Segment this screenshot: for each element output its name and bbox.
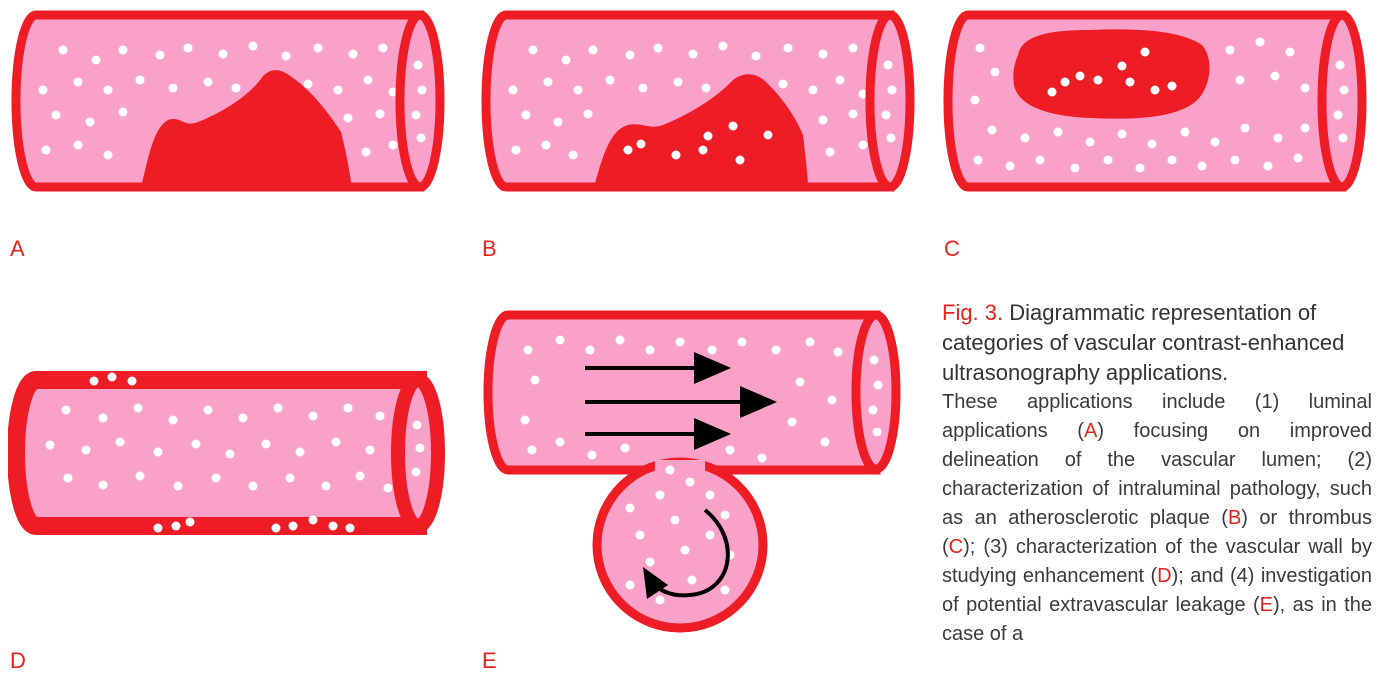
caption-panel-ref: C [949, 536, 963, 558]
panel-label-b: B [482, 236, 497, 262]
vessel-b-diagram [478, 10, 918, 192]
panel-label-c: C [944, 236, 960, 262]
vessel-d-diagram [8, 350, 448, 540]
caption-title-text: Diagrammatic representation of categorie… [942, 300, 1344, 385]
caption-fig-label: Fig. 3. [942, 300, 1003, 325]
panel-label-e: E [482, 648, 497, 674]
caption-body: These applications include (1) luminal a… [942, 388, 1372, 649]
caption-panel-ref: A [1084, 420, 1097, 442]
vessel-c-diagram [940, 10, 1370, 192]
caption-title: Fig. 3. Diagrammatic representation of c… [942, 298, 1372, 388]
caption-panel-ref: D [1157, 565, 1171, 587]
panel-b-plaque [478, 10, 918, 192]
panel-d-wall-enhancement [8, 350, 448, 540]
panel-c-thrombus [940, 10, 1370, 192]
caption-panel-ref: E [1260, 594, 1273, 616]
panel-label-d: D [10, 648, 26, 674]
panel-e-extravasation [480, 310, 920, 640]
vessel-e-diagram [480, 310, 920, 640]
figure-caption: Fig. 3. Diagrammatic representation of c… [942, 298, 1372, 649]
panel-label-a: A [10, 236, 25, 262]
vessel-a-diagram [8, 10, 448, 192]
panel-a-luminal [8, 10, 448, 192]
caption-panel-ref: B [1228, 507, 1241, 529]
